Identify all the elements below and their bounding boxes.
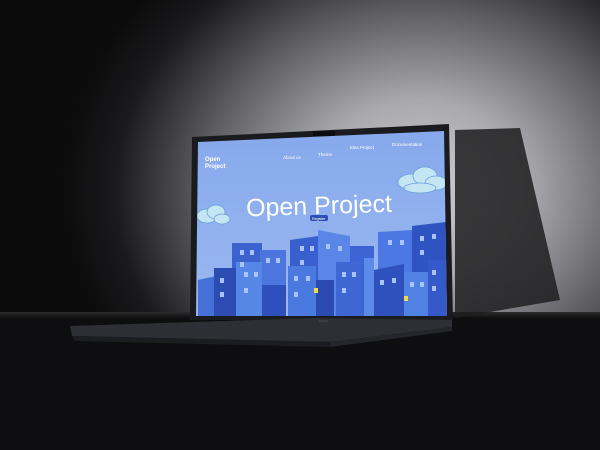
nav-documentation: Documentation [392, 142, 423, 147]
site-logo: Open [205, 157, 221, 163]
laptop-base-side [330, 327, 452, 347]
laptop-shadow [455, 128, 560, 318]
camera-notch [313, 131, 335, 136]
trackpad-notch [318, 320, 328, 322]
cloud-right [397, 166, 447, 194]
register-button-label: Register [312, 217, 326, 221]
website-screen: Open Project About us Theme Idea Project… [196, 131, 447, 316]
site-logo-line2: Project [205, 164, 225, 170]
laptop-base [70, 318, 452, 342]
nav-about: About us [283, 155, 302, 160]
nav-idea-project: Idea Project [350, 145, 375, 150]
laptop-base-front [72, 336, 330, 347]
register-button [310, 215, 328, 221]
nav-theme: Theme [318, 152, 333, 157]
building-windows-lit [314, 288, 408, 301]
building-windows [220, 234, 436, 297]
city-buildings [198, 222, 447, 316]
